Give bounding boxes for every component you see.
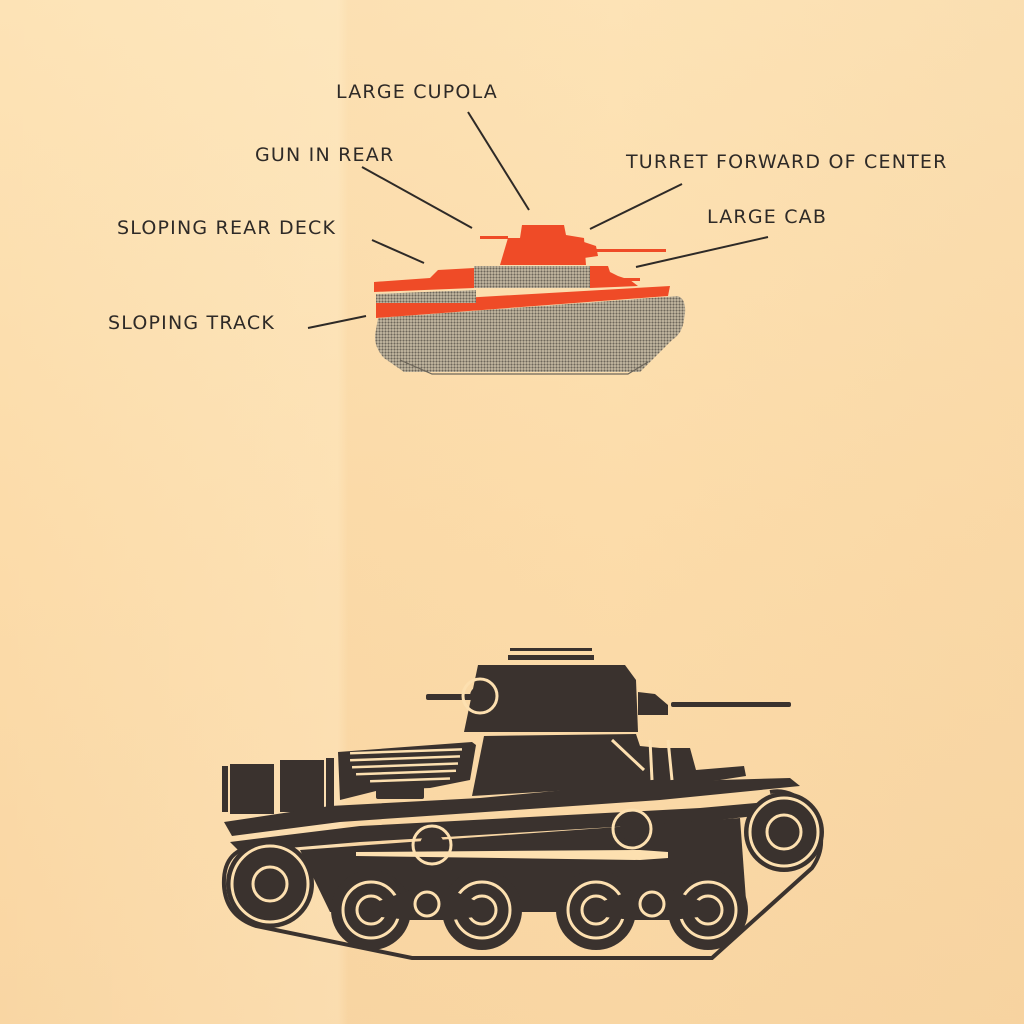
callout-sloping-rear-deck: SLOPING REAR DECK	[117, 217, 337, 239]
leader-large-cab	[635, 236, 769, 268]
silhouette-tank-icon	[374, 225, 686, 375]
leader-turret-forward	[589, 183, 683, 230]
detailed-tank-icon	[221, 648, 824, 960]
callout-large-cupola: LARGE CUPOLA	[336, 81, 498, 103]
leader-sloping-rear-deck	[371, 239, 425, 264]
callout-large-cab: LARGE CAB	[707, 206, 828, 228]
leader-large-cupola	[467, 111, 530, 211]
leader-sloping-track	[307, 315, 367, 329]
leader-gun-in-rear	[361, 166, 473, 229]
callout-gun-in-rear: GUN IN REAR	[255, 144, 395, 166]
leader-lines	[307, 111, 769, 329]
callout-sloping-track: SLOPING TRACK	[108, 312, 275, 334]
callout-turret-forward-of-center: TURRET FORWARD OF CENTER	[626, 151, 948, 173]
